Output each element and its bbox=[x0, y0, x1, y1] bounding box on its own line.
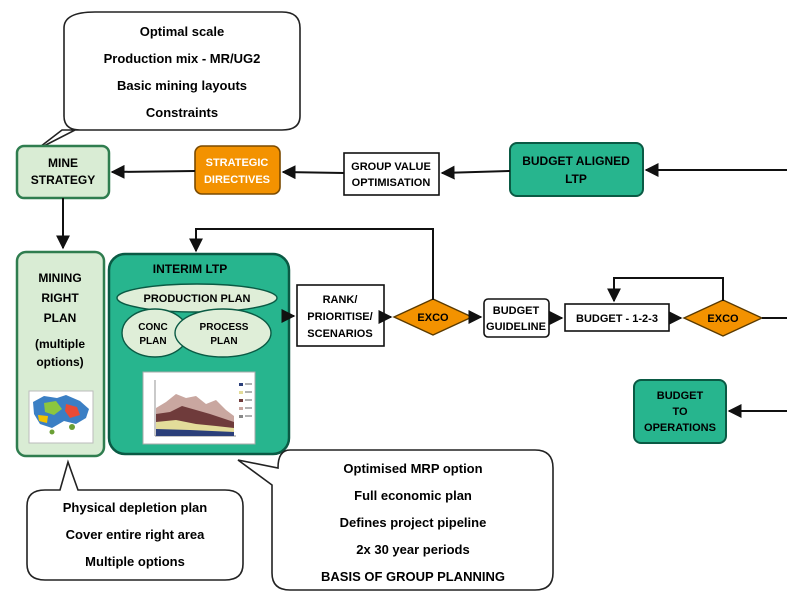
strategic-directives-box[interactable]: STRATEGIC DIRECTIVES bbox=[194, 145, 281, 195]
exco-1-label: EXCO bbox=[417, 312, 449, 324]
mine-strategy-label-2: STRATEGY bbox=[31, 173, 95, 187]
callout-bl-line-1: Physical depletion plan bbox=[63, 500, 208, 515]
group-value-optimisation-box[interactable]: GROUP VALUE OPTIMISATION bbox=[343, 152, 440, 196]
mining-right-line-5: (multiple bbox=[35, 337, 85, 351]
budget-ops-line-1: BUDGET bbox=[657, 390, 704, 402]
budget-guideline-box[interactable]: BUDGET GUIDELINE bbox=[483, 298, 550, 338]
rank-line-1: RANK/ bbox=[323, 294, 358, 306]
budget-ops-line-3: OPERATIONS bbox=[644, 422, 716, 434]
arrow-budget-aligned-to-group-value bbox=[440, 165, 511, 180]
mining-right-line-1: MINING bbox=[38, 271, 81, 285]
budget-123-box[interactable]: BUDGET - 1-2-3 bbox=[564, 303, 670, 332]
budget-guideline-label-1: BUDGET bbox=[493, 305, 540, 317]
budget-aligned-ltp-box[interactable]: BUDGET ALIGNED LTP bbox=[509, 142, 644, 197]
arrow-directives-to-mine-strategy bbox=[110, 164, 196, 179]
exco-2-label: EXCO bbox=[707, 313, 739, 325]
rank-line-3: SCENARIOS bbox=[307, 328, 372, 340]
callout-top-line-2: Production mix - MR/UG2 bbox=[104, 51, 261, 66]
budget-123-label: BUDGET - 1-2-3 bbox=[576, 313, 658, 325]
budget-aligned-label-2: LTP bbox=[565, 172, 587, 186]
mine-strategy-label-1: MINE bbox=[48, 156, 78, 170]
callout-top-line-1: Optimal scale bbox=[140, 24, 225, 39]
arrow-group-value-to-directives bbox=[281, 165, 345, 180]
mining-right-line-3: PLAN bbox=[44, 311, 77, 325]
callout-bl-line-2: Cover entire right area bbox=[66, 527, 205, 542]
conc-plan-label-1: CONC bbox=[138, 322, 167, 333]
rank-prioritise-box[interactable]: RANK/ PRIORITISE/ SCENARIOS bbox=[296, 284, 385, 347]
callout-br-line-4: 2x 30 year periods bbox=[356, 542, 469, 557]
interim-ltp-title: INTERIM LTP bbox=[153, 262, 227, 276]
callout-bl-line-3: Multiple options bbox=[85, 554, 185, 569]
process-plan-ellipse[interactable] bbox=[174, 308, 272, 358]
budget-aligned-label-1: BUDGET ALIGNED bbox=[522, 154, 630, 168]
group-value-label-1: GROUP VALUE bbox=[351, 161, 431, 173]
arrow-exco2-feedback-to-budget123 bbox=[607, 277, 724, 303]
rank-line-2: PRIORITISE/ bbox=[307, 311, 372, 323]
arrow-exco-feedback-to-interim bbox=[189, 228, 434, 300]
mining-right-plan-box[interactable]: MINING RIGHT PLAN (multiple options) bbox=[15, 250, 106, 458]
callout-br-line-5: BASIS OF GROUP PLANNING bbox=[321, 569, 505, 584]
exco-decision-1[interactable]: EXCO bbox=[392, 298, 474, 336]
group-value-label-2: OPTIMISATION bbox=[352, 177, 431, 189]
production-area-chart-icon bbox=[142, 371, 256, 445]
budget-to-operations-box[interactable]: BUDGET TO OPERATIONS bbox=[633, 379, 727, 444]
strategic-directives-label-2: DIRECTIVES bbox=[204, 174, 270, 186]
callout-br-line-2: Full economic plan bbox=[354, 488, 472, 503]
callout-top-line-3: Basic mining layouts bbox=[117, 78, 247, 93]
conc-plan-label-2: PLAN bbox=[139, 336, 166, 347]
callout-top-line-4: Constraints bbox=[146, 105, 218, 120]
callout-br-line-1: Optimised MRP option bbox=[343, 461, 482, 476]
mining-right-line-6: options) bbox=[36, 355, 83, 369]
production-plan-label: PRODUCTION PLAN bbox=[144, 293, 251, 305]
budget-ops-line-2: TO bbox=[672, 406, 688, 418]
mine-strategy-box[interactable]: MINE STRATEGY bbox=[15, 144, 111, 200]
callout-bottom-left-bubble: Physical depletion plan Cover entire rig… bbox=[26, 459, 244, 581]
mine-map-thumbnail-icon bbox=[28, 390, 94, 444]
budget-guideline-label-2: GUIDELINE bbox=[486, 321, 546, 333]
callout-bottom-right-bubble: Optimised MRP option Full economic plan … bbox=[237, 449, 554, 591]
strategic-directives-label-1: STRATEGIC bbox=[206, 157, 269, 169]
exco-decision-2[interactable]: EXCO bbox=[682, 299, 764, 337]
process-plan-label-2: PLAN bbox=[210, 336, 237, 347]
mining-right-line-2: RIGHT bbox=[41, 291, 79, 305]
callout-br-line-3: Defines project pipeline bbox=[340, 515, 487, 530]
callout-top-bubble: Optimal scale Production mix - MR/UG2 Ba… bbox=[35, 11, 301, 151]
process-plan-label-1: PROCESS bbox=[200, 322, 249, 333]
production-plan-ellipse[interactable] bbox=[116, 283, 278, 313]
